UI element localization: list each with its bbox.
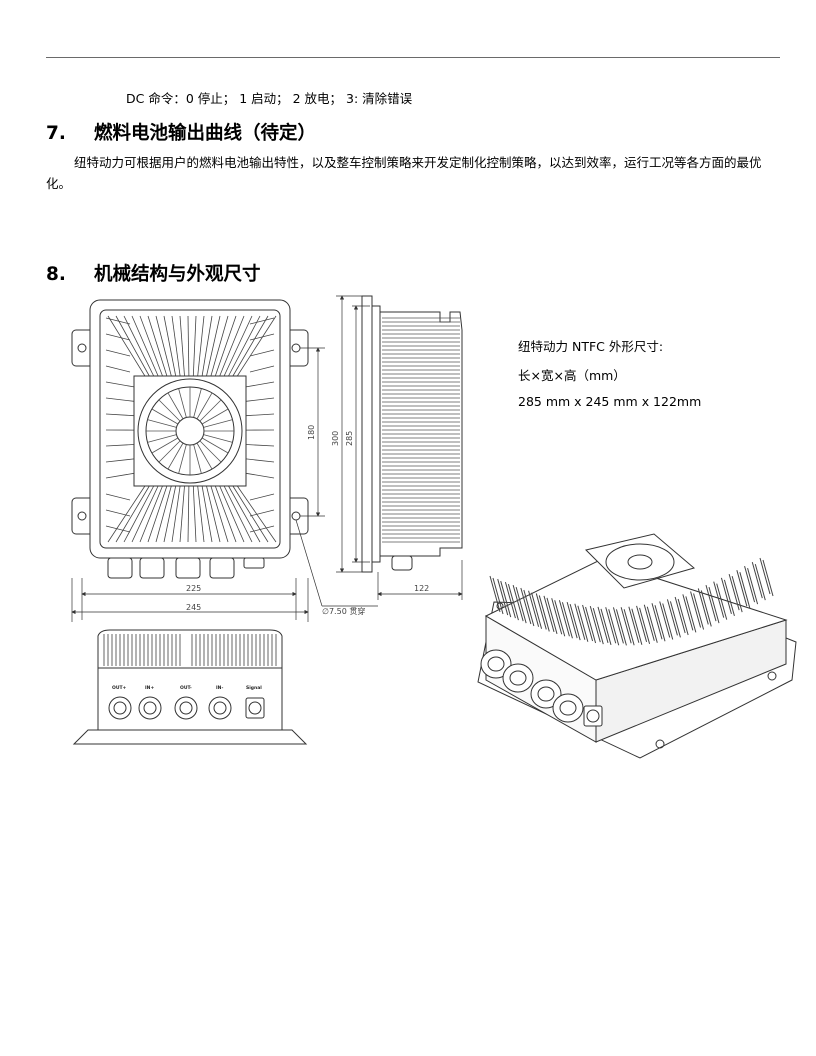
connector-label-signal: Signal [246, 685, 262, 691]
section-7-paragraph: 纽特动力可根据用户的燃料电池输出特性，以及整车控制策略来开发定制化控制策略，以达… [46, 155, 762, 191]
dim-225: 225 [186, 584, 201, 593]
dim-122: 122 [414, 584, 429, 593]
spec-label: 纽特动力 NTFC 外形尺寸: [518, 339, 664, 354]
dim-300: 300 [331, 431, 340, 446]
section-8-number: 8. [46, 264, 66, 285]
dim-245: 245 [186, 603, 201, 612]
side-view-drawing [361, 295, 463, 573]
dc-command-line: DC 命令：0 停止； 1 启动； 2 放电； 3: 清除错误 [126, 91, 413, 106]
dim-285: 285 [345, 431, 354, 446]
top-view-drawing [71, 299, 309, 579]
isometric-view-drawing [477, 533, 797, 759]
connector-label-in-minus: IN- [216, 685, 223, 691]
section-8-title: 机械结构与外观尺寸 [94, 264, 261, 285]
connector-label-in-plus: IN+ [145, 685, 154, 691]
spec-dimensions: 285 mm x 245 mm x 122mm [518, 394, 702, 409]
section-7-heading: 7. 燃料电池输出曲线（待定） [46, 119, 316, 145]
section-7-title: 燃料电池输出曲线（待定） [94, 123, 317, 144]
section-7-number: 7. [46, 123, 66, 144]
front-view-drawing [72, 629, 308, 745]
section-8-heading: 8. 机械结构与外观尺寸 [46, 260, 261, 286]
dim-180: 180 [307, 425, 316, 440]
connector-label-out-minus: OUT- [180, 685, 192, 691]
spec-dimension-order: 长×宽×高（mm） [518, 368, 626, 383]
header-rule [46, 57, 780, 58]
top-view-dimensions [71, 347, 378, 622]
connector-label-out-plus: OUT+ [112, 685, 127, 691]
side-view-dimensions [336, 295, 463, 600]
hole-note: ∅7.50 贯穿 [322, 606, 365, 616]
